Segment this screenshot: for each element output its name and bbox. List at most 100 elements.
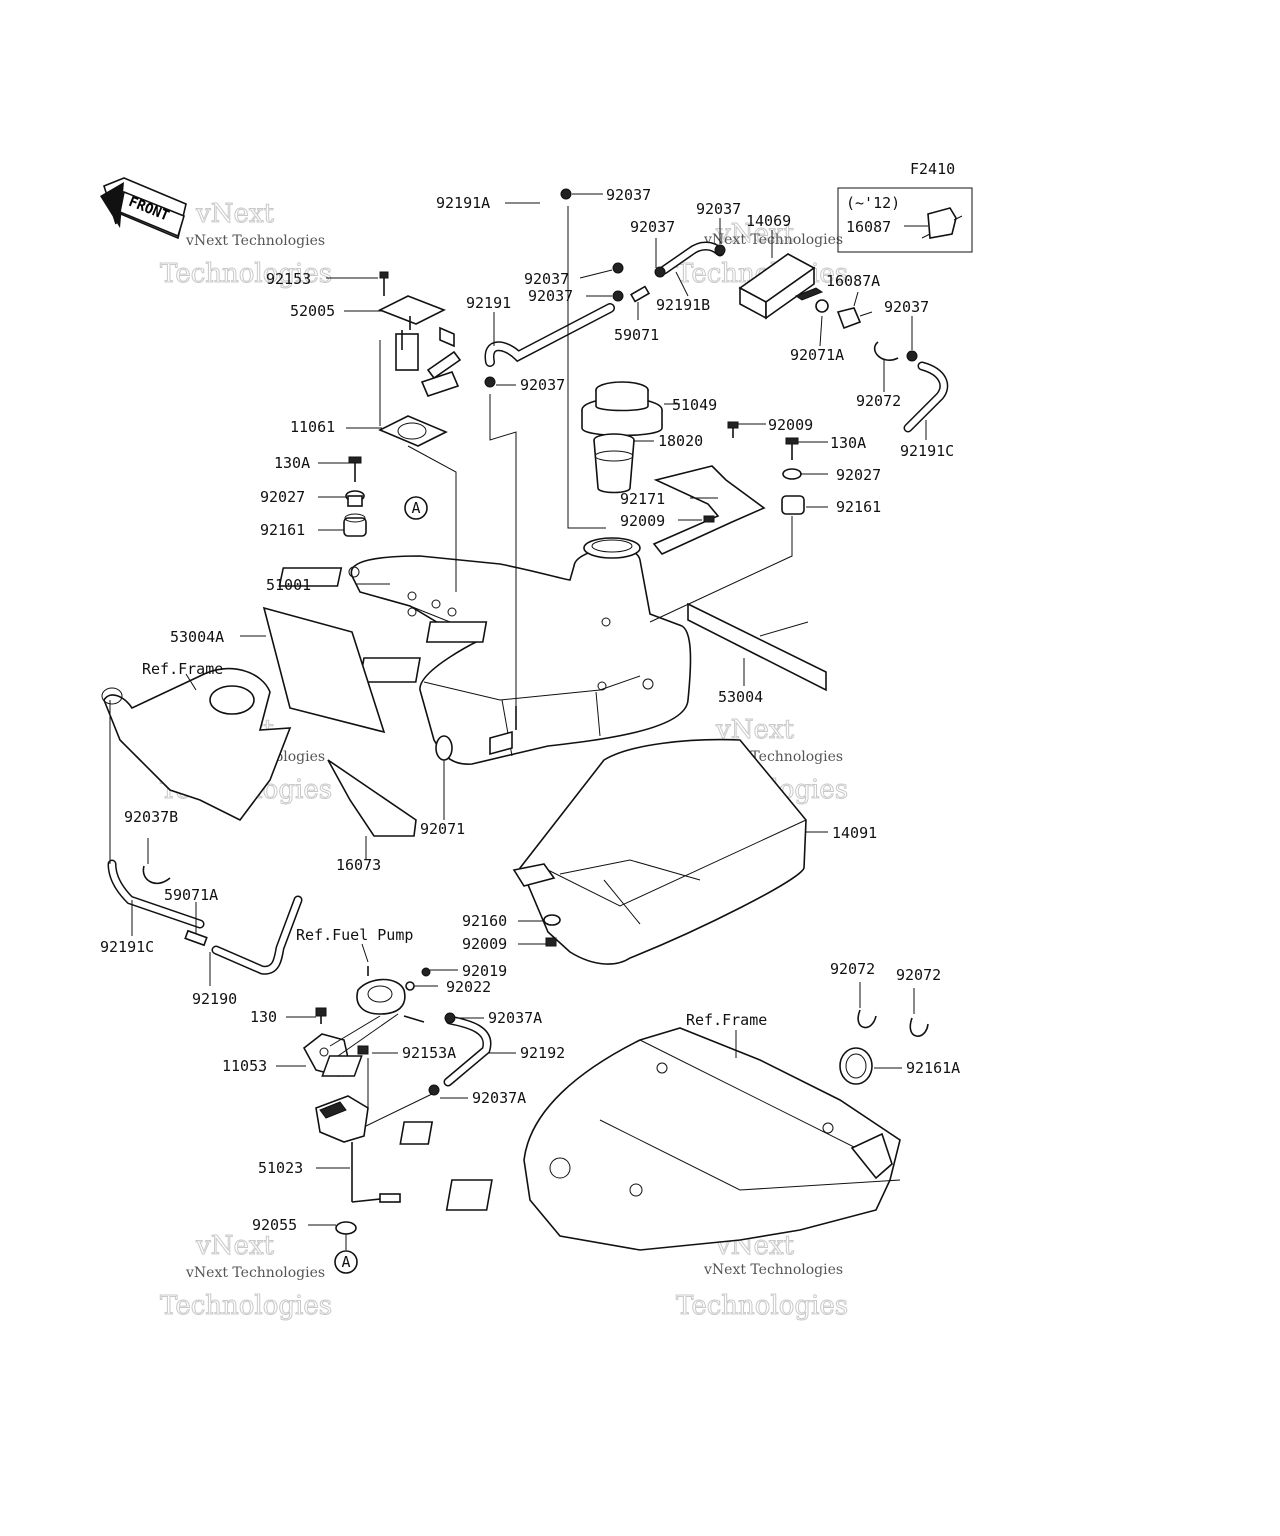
label-92037-c: 92037 xyxy=(630,218,675,236)
label-92037A-b: 92037A xyxy=(472,1089,526,1107)
label-92037-f: 92037 xyxy=(884,298,929,316)
label-92037-g: 92037 xyxy=(520,376,565,394)
pad-53004 xyxy=(687,602,827,692)
filter-16087A xyxy=(815,299,873,330)
fuel-sender-52005 xyxy=(378,295,462,397)
label-92160: 92160 xyxy=(462,912,507,930)
label-92191C-b: 92191C xyxy=(100,938,154,956)
bolt-92153A xyxy=(357,1045,369,1055)
fuel-valve-51023 xyxy=(315,1095,401,1203)
breather-hose-92191A xyxy=(530,165,607,265)
label-92022: 92022 xyxy=(446,978,491,996)
fuel-tank-51001 xyxy=(278,537,692,765)
label-92037-d: 92037 xyxy=(524,270,569,288)
label-92037-b: 92037 xyxy=(696,200,741,218)
callout-A-top: A xyxy=(404,496,428,520)
ref-frame-top: Ref.Frame xyxy=(142,660,223,678)
label-16087A: 16087A xyxy=(826,272,880,290)
watermark-top-left: vNext vNext Technologies Technologies xyxy=(160,199,333,290)
label-92072-c: 92072 xyxy=(896,966,941,984)
label-53004: 53004 xyxy=(718,688,763,706)
label-92009-c: 92009 xyxy=(462,935,507,953)
label-92171: 92171 xyxy=(620,490,665,508)
hose-92191 xyxy=(484,303,615,367)
svg-text:vNext Technologies: vNext Technologies xyxy=(185,233,325,249)
screw-92009-mid xyxy=(703,515,715,523)
label-92191A: 92191A xyxy=(436,194,490,212)
grommet-92161-right xyxy=(781,495,805,515)
label-92009-a: 92009 xyxy=(768,416,813,434)
label-16087: 16087 xyxy=(846,218,891,236)
label-92161-a: 92161 xyxy=(260,521,305,539)
label-130A-a: 130A xyxy=(274,454,310,472)
label-92071: 92071 xyxy=(420,820,465,838)
label-92191C-a: 92191C xyxy=(900,442,954,460)
variant-note: (~'12) xyxy=(846,194,900,212)
ref-frame-bottom: Ref.Frame xyxy=(686,1011,767,1029)
clip-92072-top xyxy=(873,341,899,361)
label-92153: 92153 xyxy=(266,270,311,288)
callout-A-bottom: A xyxy=(334,1250,358,1274)
label-92191B: 92191B xyxy=(656,296,710,314)
bolt-92009-bottom xyxy=(545,937,557,947)
label-92027-a: 92027 xyxy=(260,488,305,506)
hose-92191C-left xyxy=(107,859,205,929)
svg-text:vNext Technologies: vNext Technologies xyxy=(703,232,843,248)
oring-92055 xyxy=(335,1221,357,1235)
label-92072-b: 92072 xyxy=(830,960,875,978)
label-92190: 92190 xyxy=(192,990,237,1008)
label-52005: 52005 xyxy=(290,302,335,320)
frame-bottom xyxy=(321,1027,901,1251)
label-92037-e: 92037 xyxy=(528,287,573,305)
label-92019: 92019 xyxy=(462,962,507,980)
hose-92190 xyxy=(211,895,303,975)
label-59071: 59071 xyxy=(614,326,659,344)
svg-text:Technologies: Technologies xyxy=(160,259,332,289)
label-14069: 14069 xyxy=(746,212,791,230)
label-92055: 92055 xyxy=(252,1216,297,1234)
hose-92192 xyxy=(443,1015,492,1087)
svg-text:A: A xyxy=(411,499,420,517)
clamp-92037B xyxy=(142,865,171,884)
bracket-92171 xyxy=(652,465,766,555)
label-59071A: 59071A xyxy=(164,886,218,904)
svg-text:A: A xyxy=(341,1253,350,1271)
label-92192: 92192 xyxy=(520,1044,565,1062)
grommet-92161-left xyxy=(343,513,367,537)
label-92161A: 92161A xyxy=(906,1059,960,1077)
label-92191: 92191 xyxy=(466,294,511,312)
washer-92160 xyxy=(543,914,561,926)
clamps-top xyxy=(484,188,918,388)
cover-16073 xyxy=(327,759,417,837)
pad-53004A xyxy=(262,606,386,734)
fitting-59071A xyxy=(184,929,208,947)
fuel-pump-body xyxy=(356,966,425,1023)
frame-left xyxy=(101,667,292,822)
bolt-130A-left xyxy=(348,456,362,482)
label-92153A: 92153A xyxy=(402,1044,456,1062)
front-arrow-icon: FRONT xyxy=(100,177,187,240)
label-16073: 16073 xyxy=(336,856,381,874)
svg-text:Technologies: Technologies xyxy=(676,1291,848,1321)
label-92037B: 92037B xyxy=(124,808,178,826)
washers-92019-92022 xyxy=(405,967,431,991)
figure-id: F2410 xyxy=(910,160,955,178)
clamps-92037A xyxy=(428,1012,456,1096)
svg-text:vNext Technologies: vNext Technologies xyxy=(185,1265,325,1281)
label-92009-b: 92009 xyxy=(620,512,665,530)
hose-92191C-top xyxy=(903,361,949,433)
label-51049: 51049 xyxy=(672,396,717,414)
fuel-cap-51049 xyxy=(581,381,663,437)
label-92072-a: 92072 xyxy=(856,392,901,410)
filler-neck-18020 xyxy=(593,433,635,494)
label-92037-a: 92037 xyxy=(606,186,651,204)
label-92161-b: 92161 xyxy=(836,498,881,516)
clips-92072-bottom xyxy=(857,1009,929,1037)
bolt-130A-right xyxy=(785,437,799,460)
label-11061: 11061 xyxy=(290,418,335,436)
label-51001: 51001 xyxy=(266,576,311,594)
watermark-bottom-right: vNext vNext Technologies Technologies xyxy=(676,1231,849,1322)
svg-text:vNext Technologies: vNext Technologies xyxy=(703,1262,843,1278)
variant-box: (~'12) xyxy=(837,187,973,253)
